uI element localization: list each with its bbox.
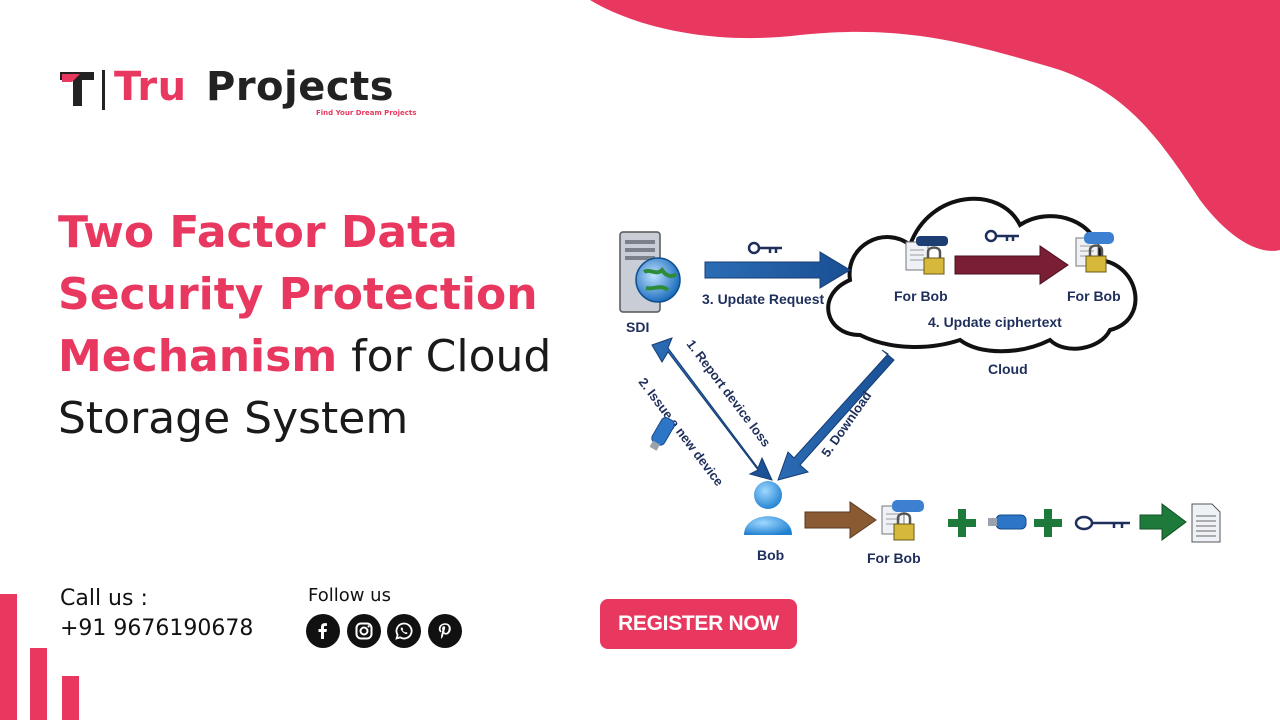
security-diagram: SDI 3. Update Request For Bob For Bob 4.… <box>619 196 1221 566</box>
page-title: Two Factor Data Security Protection Mech… <box>58 202 618 450</box>
step2-label: 2. Issue a new device <box>636 375 727 489</box>
arrow-download <box>777 349 895 481</box>
phone-number[interactable]: +91 9676190678 <box>60 616 254 641</box>
decorative-bar-1 <box>0 594 17 720</box>
pinterest-icon[interactable] <box>428 614 462 648</box>
key-icon-2 <box>984 229 1019 243</box>
sdi-label: SDI <box>626 319 649 335</box>
logo-t-icon <box>60 72 94 106</box>
step4-label: 4. Update ciphertext <box>928 314 1062 330</box>
arrow-decrypt <box>1139 503 1187 541</box>
step3-label: 3. Update Request <box>702 291 824 307</box>
key-icon-1 <box>747 241 782 255</box>
whatsapp-icon[interactable] <box>387 614 421 648</box>
for-bob-label-1: For Bob <box>894 288 948 304</box>
ciphertext-doc-icon-3 <box>881 500 924 541</box>
usb-device-icon <box>649 417 675 451</box>
facebook-icon[interactable] <box>306 614 340 648</box>
arrow-bob-to-ciphertext <box>804 501 877 539</box>
title-rest: for Cloud Storage System <box>58 331 552 444</box>
arrow-device-loss <box>651 337 773 481</box>
decorative-bar-3 <box>62 676 79 720</box>
register-now-button[interactable]: REGISTER NOW <box>600 599 797 649</box>
key-icon-3 <box>1074 515 1130 531</box>
decorative-bar-2 <box>30 648 47 720</box>
usb-device-icon-2 <box>988 514 1027 530</box>
brand-logo[interactable]: Tru Projects Find Your Dream Projects <box>58 64 438 124</box>
arrow-update-ciphertext <box>954 245 1069 285</box>
logo-text-tru: Tru <box>114 64 187 110</box>
call-label: Call us : <box>60 586 148 611</box>
for-bob-label-2: For Bob <box>1067 288 1121 304</box>
arrow-update-request <box>704 251 851 289</box>
sdi-server-icon <box>619 231 681 313</box>
plus-icon-1 <box>948 509 976 537</box>
cloud-label: Cloud <box>988 361 1028 377</box>
instagram-icon[interactable] <box>347 614 381 648</box>
plaintext-doc-icon <box>1191 503 1221 543</box>
for-bob-label-3: For Bob <box>867 550 921 566</box>
logo-separator <box>102 70 105 110</box>
follow-label: Follow us <box>308 585 391 606</box>
logo-text-projects: Projects <box>206 64 395 110</box>
step1-label: 1. Report device loss <box>684 337 774 450</box>
logo-tagline: Find Your Dream Projects <box>316 109 417 117</box>
ciphertext-doc-icon-2 <box>1075 232 1114 273</box>
title-highlight: Two Factor Data Security Protection Mech… <box>58 207 538 382</box>
bob-label: Bob <box>757 547 784 563</box>
plus-icon-2 <box>1034 509 1062 537</box>
bob-user-icon <box>744 481 792 535</box>
ciphertext-doc-icon-1 <box>905 236 948 275</box>
